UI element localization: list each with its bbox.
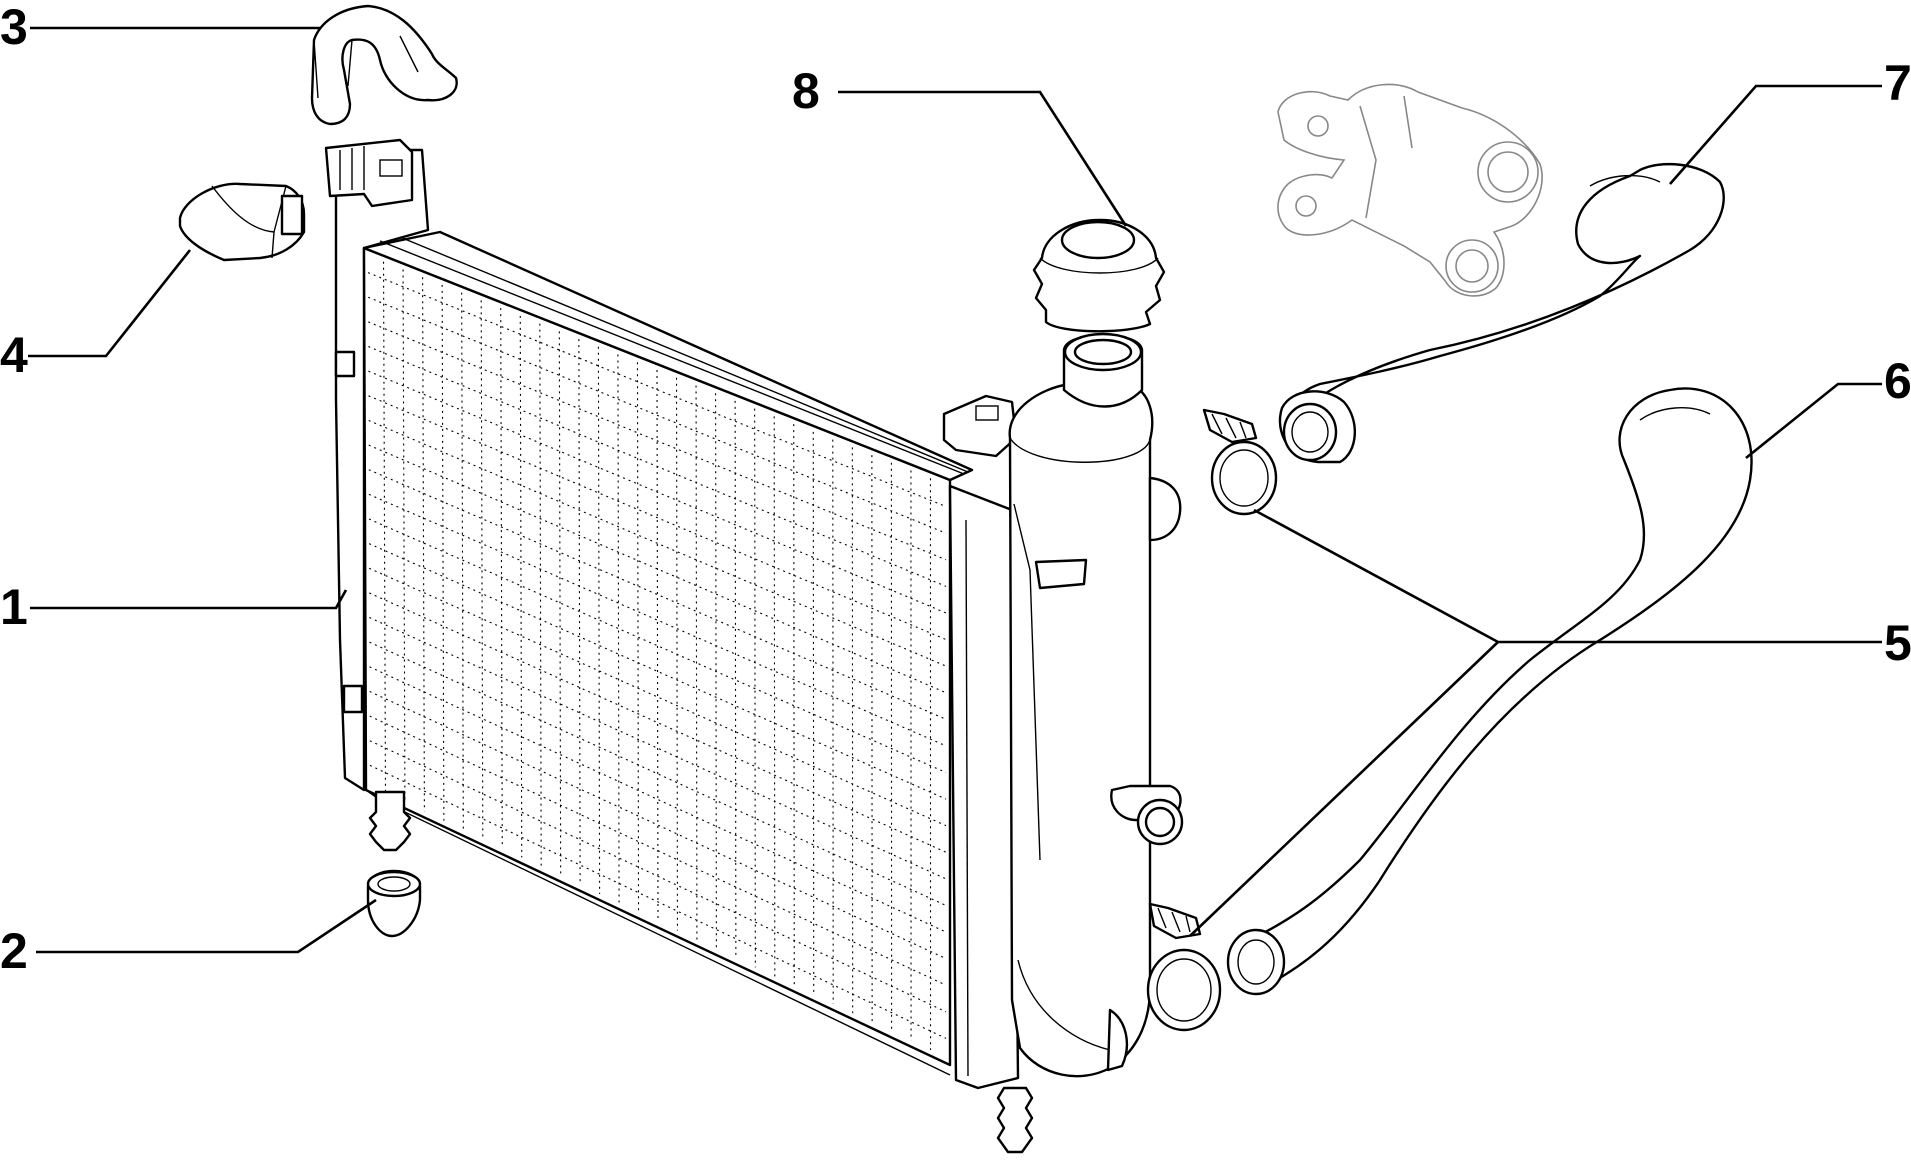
leader-1 [30, 589, 348, 610]
radiator-part[interactable] [324, 138, 1184, 1154]
upper-mounting-clip-part[interactable] [310, 4, 458, 126]
radiator-right-tank [948, 484, 1020, 1090]
callout-8: 8 [792, 63, 820, 119]
side-outlet-nozzle [1110, 784, 1184, 846]
hose-clamp-upper[interactable] [1202, 408, 1278, 516]
leader-5 [1189, 508, 1882, 937]
leader-6 [1745, 382, 1882, 460]
callout-4: 4 [0, 327, 28, 383]
callout-1: 1 [0, 579, 28, 635]
rubber-grommet-part[interactable] [366, 869, 422, 938]
callout-6: 6 [1884, 353, 1911, 409]
radiator-left-tank [334, 148, 430, 792]
callout-7: 7 [1884, 55, 1911, 111]
filler-neck [1062, 332, 1144, 408]
callout-3: 3 [0, 0, 28, 55]
callout-5: 5 [1884, 615, 1911, 671]
radiator-bottom-pin [368, 790, 412, 852]
expansion-chamber [1008, 382, 1154, 1078]
radiator-top-bracket [324, 138, 414, 208]
leader-8 [838, 90, 1128, 227]
rubber-mounting-pad-part[interactable] [178, 182, 306, 262]
leader-lines [28, 26, 1882, 954]
hose-clamp-lower[interactable] [1146, 902, 1222, 1032]
leader-2 [36, 898, 377, 954]
leader-4 [28, 249, 192, 358]
callout-2: 2 [0, 923, 28, 979]
callout-labels: 1 2 3 4 5 6 7 8 [0, 0, 1911, 979]
lower-coolant-hose-part[interactable] [1226, 387, 1753, 996]
drain-plug [996, 1086, 1034, 1154]
leader-7 [1669, 84, 1882, 185]
thermostat-housing-phantom [1277, 83, 1543, 297]
radiator-cap-part[interactable] [1032, 218, 1166, 333]
upper-coolant-hose-part[interactable] [1278, 162, 1725, 464]
